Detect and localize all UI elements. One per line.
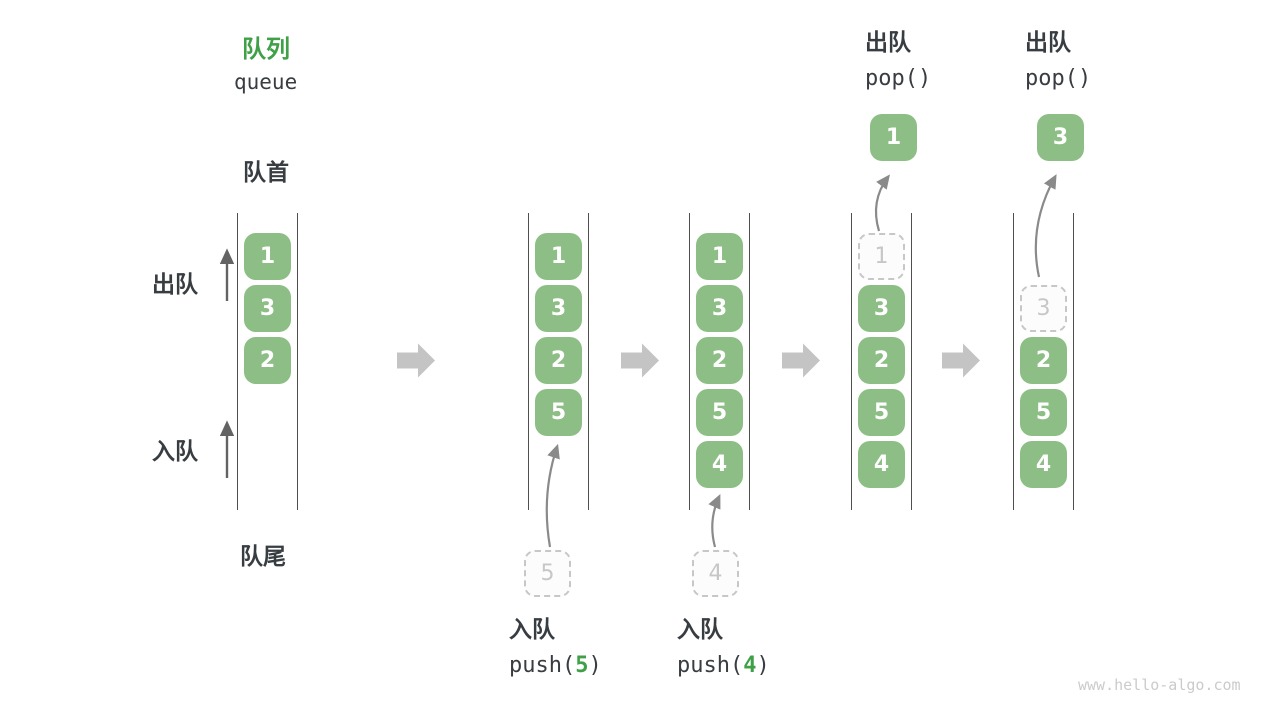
- queue-cell: 3: [535, 285, 582, 332]
- op-push-4-code-arg: 4: [743, 653, 757, 679]
- front-label: 队首: [243, 160, 289, 186]
- queue-cell: 4: [696, 441, 743, 488]
- queue-cell-removed: 1: [858, 233, 905, 280]
- op-push-4-label: 入队: [677, 617, 723, 643]
- queue-cell: 1: [244, 233, 291, 280]
- queue-state-after-push4: 1 3 2 5 4: [689, 213, 750, 510]
- popped-value-3: 3: [1037, 114, 1084, 161]
- popped-value-1: 1: [870, 114, 917, 161]
- op-pop-2-code: pop(): [1025, 66, 1092, 92]
- queue-cell: 2: [858, 337, 905, 384]
- queue-cell: 2: [244, 337, 291, 384]
- queue-cell: 5: [535, 389, 582, 436]
- queue-cell: 2: [696, 337, 743, 384]
- op-push-5-code-arg: 5: [575, 653, 589, 679]
- op-pop-2-label: 出队: [1025, 30, 1071, 56]
- queue-state-after-pop3: 3 2 5 4: [1013, 213, 1074, 510]
- op-push-5-code: push(5): [509, 654, 602, 678]
- queue-cell: 2: [535, 337, 582, 384]
- op-push-4-code-suffix: ): [756, 653, 770, 679]
- enqueue-side-label: 入队: [152, 439, 198, 465]
- queue-state-after-pop1: 1 3 2 5 4: [851, 213, 912, 510]
- diagram-title-zh: 队列: [242, 35, 290, 63]
- diagram-title-en: queue: [234, 70, 298, 94]
- queue-cell: 3: [858, 285, 905, 332]
- queue-cell: 3: [696, 285, 743, 332]
- queue-cell-removed: 3: [1020, 285, 1067, 332]
- queue-cell: 1: [696, 233, 743, 280]
- op-push-4: 入队 push(4): [677, 617, 770, 678]
- op-push-5-label: 入队: [509, 617, 555, 643]
- op-pop-2: 出队 pop(): [1025, 30, 1092, 92]
- staged-value-4: 4: [692, 550, 739, 597]
- queue-cell: 4: [1020, 441, 1067, 488]
- queue-cell: 5: [696, 389, 743, 436]
- op-push-5-code-suffix: ): [588, 653, 602, 679]
- queue-cell: 5: [1020, 389, 1067, 436]
- op-push-5: 入队 push(5): [509, 617, 602, 678]
- queue-cell: 2: [1020, 337, 1067, 384]
- next-state-arrow-icon: [621, 343, 659, 378]
- queue-state-initial: 1 3 2: [237, 213, 298, 510]
- queue-cell: 1: [535, 233, 582, 280]
- staged-value-5: 5: [524, 550, 571, 597]
- queue-state-after-push5: 1 3 2 5: [528, 213, 589, 510]
- op-pop-1: 出队 pop(): [865, 30, 932, 92]
- queue-cell: 5: [858, 389, 905, 436]
- watermark: www.hello-algo.com: [1078, 676, 1241, 694]
- next-state-arrow-icon: [397, 343, 435, 378]
- op-push-5-code-prefix: push(: [509, 653, 576, 679]
- queue-cell: 4: [858, 441, 905, 488]
- queue-cell: 3: [244, 285, 291, 332]
- next-state-arrow-icon: [782, 343, 820, 378]
- dequeue-side-label: 出队: [152, 272, 198, 298]
- op-push-4-code: push(4): [677, 654, 770, 678]
- next-state-arrow-icon: [942, 343, 980, 378]
- op-pop-1-code: pop(): [865, 66, 932, 92]
- op-push-4-code-prefix: push(: [677, 653, 744, 679]
- op-pop-1-label: 出队: [865, 30, 911, 56]
- rear-label: 队尾: [240, 544, 286, 570]
